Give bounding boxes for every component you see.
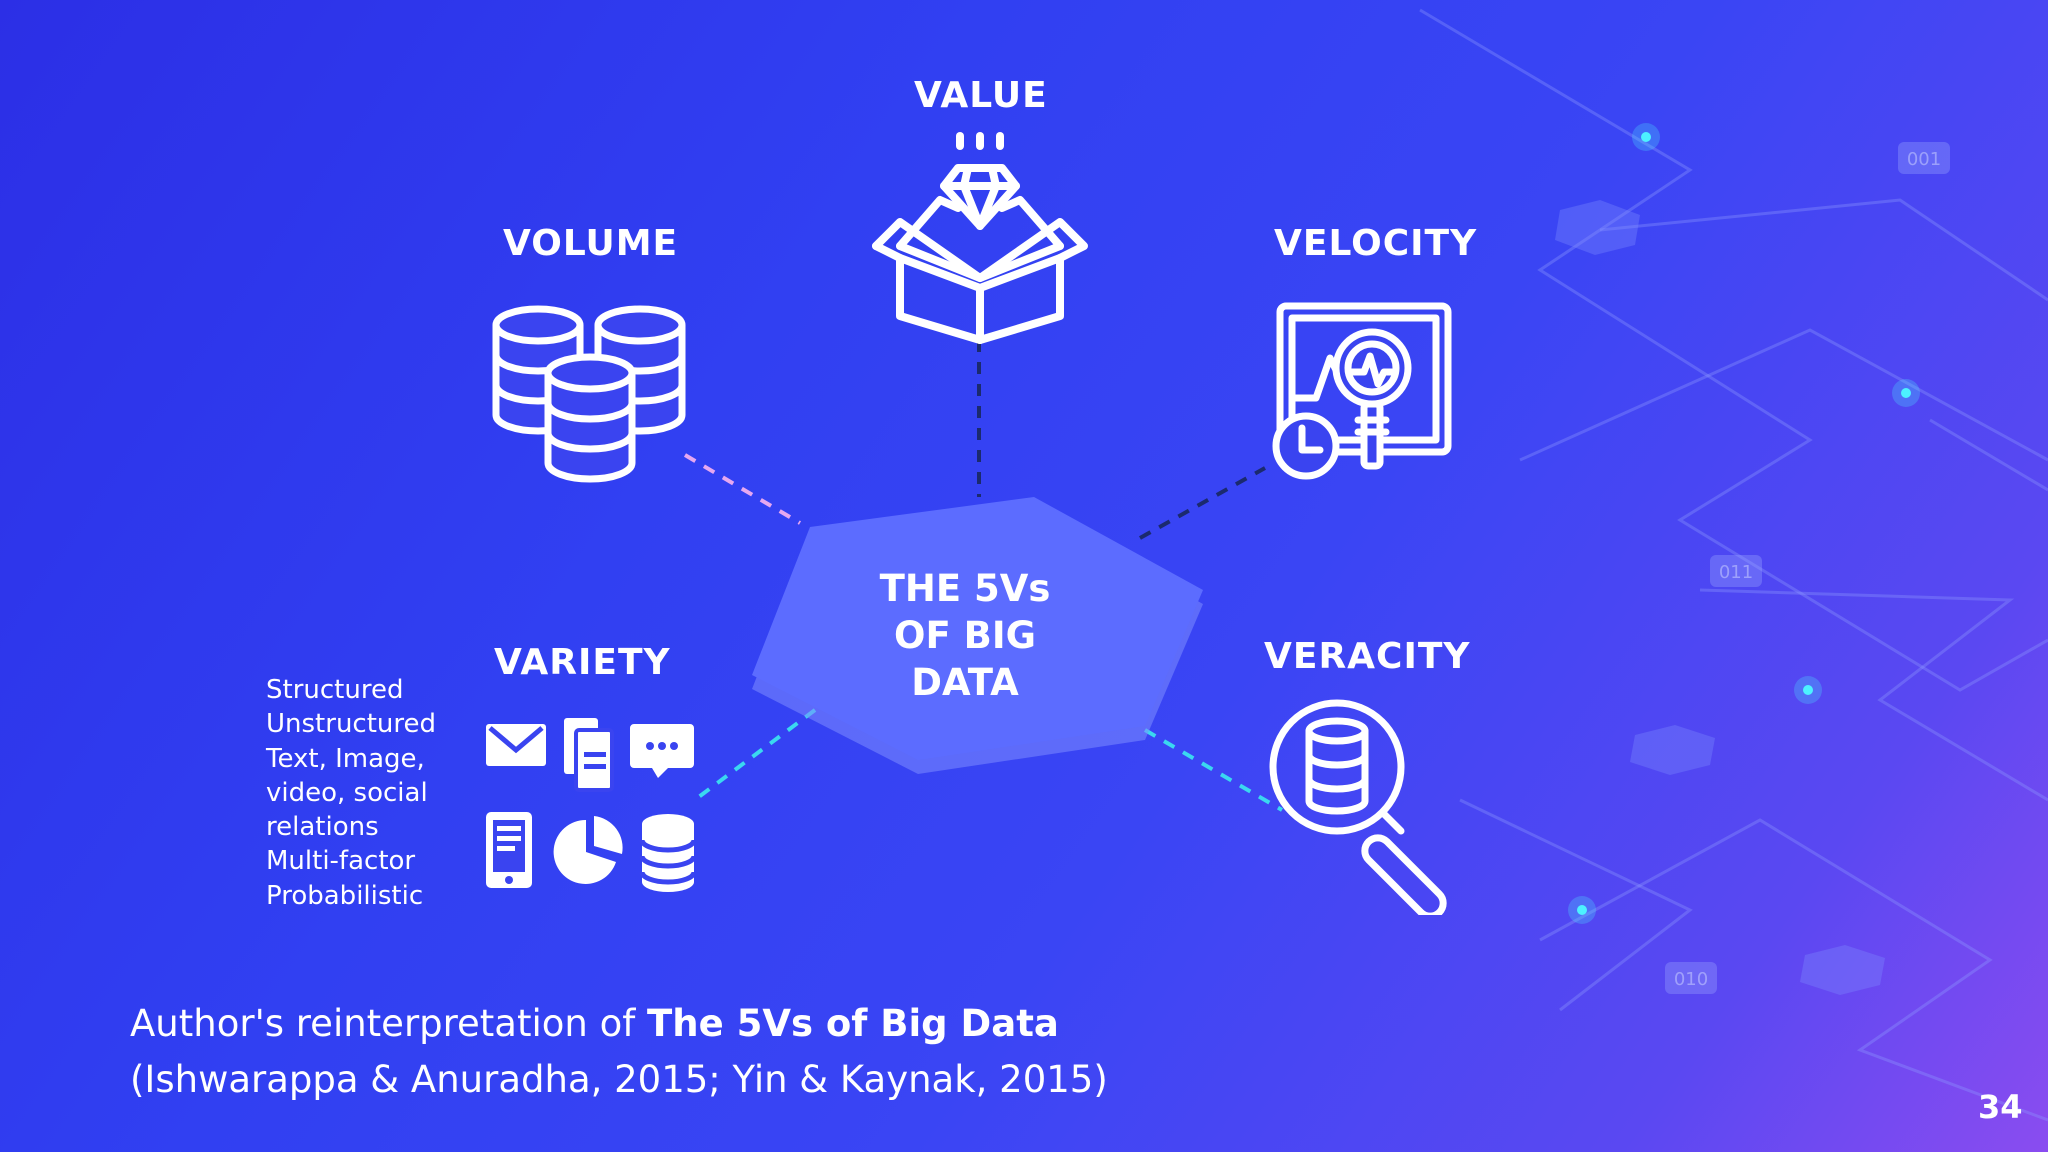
caption-prefix: Author's reinterpretation of (130, 1002, 648, 1045)
hub-hexagon-face (752, 497, 1203, 760)
hub-title: THE 5Vs OF BIG DATA (850, 565, 1080, 706)
variety-item: Text, Image, (266, 743, 425, 774)
binary-tag: 001 (1907, 149, 1941, 170)
glow-dot (1901, 388, 1911, 398)
caption-line-1: Author's reinterpretation of The 5Vs of … (130, 996, 1108, 1052)
variety-item: video, social (266, 777, 428, 808)
hexagon-decoration (1800, 945, 1885, 995)
network-line (1539, 818, 2048, 1122)
hub-title-line: OF BIG (894, 614, 1036, 657)
veracity-label: VERACITY (1264, 636, 1471, 677)
variety-item: relations (266, 812, 379, 843)
velocity-connector (1139, 466, 1266, 540)
hexagon-decoration (1555, 200, 1640, 255)
email-icon (486, 724, 546, 766)
caption-title: The 5Vs of Big Data (647, 1002, 1059, 1045)
volume-connector (683, 453, 802, 525)
database-search-icon (1269, 699, 1447, 915)
binary-tag: 011 (1719, 562, 1753, 583)
network-line (1459, 798, 1693, 1012)
velocity-label: VELOCITY (1274, 223, 1478, 264)
pie-chart-icon (553, 816, 623, 884)
hub-title-line: THE 5Vs (879, 567, 1051, 610)
hub-title-line: DATA (911, 661, 1019, 704)
page-number: 34 (1978, 1088, 2023, 1126)
glow-dot (1577, 905, 1587, 915)
diamond-box-icon (872, 132, 1088, 344)
hexagon-decoration (1630, 725, 1715, 775)
variety-icons (486, 718, 694, 892)
database-stack-icon (492, 305, 686, 483)
binary-tag-bg (1898, 142, 1950, 174)
binary-tag: 010 (1674, 969, 1708, 990)
value-label: VALUE (914, 75, 1048, 116)
veracity-connector (1143, 728, 1284, 812)
documents-icon (564, 718, 614, 792)
coin-stack-front (544, 353, 636, 483)
variety-item: Multi-factor (266, 846, 416, 877)
variety-connector (690, 708, 817, 804)
mobile-document-icon (486, 812, 532, 888)
chat-bubble-icon (630, 724, 694, 778)
volume-label: VOLUME (503, 223, 679, 264)
variety-label: VARIETY (494, 642, 671, 683)
variety-item: Probabilistic (266, 880, 424, 911)
network-line (1419, 8, 2048, 692)
network-line (1699, 588, 2048, 802)
binary-tag-bg (1665, 962, 1717, 994)
network-line (1599, 198, 2048, 302)
database-icon (639, 814, 694, 892)
variety-item: Unstructured (266, 709, 437, 740)
variety-list: Structured Unstructured Text, Image, vid… (266, 673, 436, 913)
analytics-monitor-icon (1272, 302, 1452, 480)
caption-citation: (Ishwarappa & Anuradha, 2015; Yin & Kayn… (130, 1058, 1108, 1101)
network-line (1929, 418, 2048, 492)
binary-tag-bg (1710, 555, 1762, 587)
network-line (1519, 328, 2048, 462)
caption: Author's reinterpretation of The 5Vs of … (130, 996, 1108, 1108)
glow-dot (1803, 685, 1813, 695)
variety-item: Structured (266, 675, 404, 705)
glow-dot (1641, 132, 1651, 142)
